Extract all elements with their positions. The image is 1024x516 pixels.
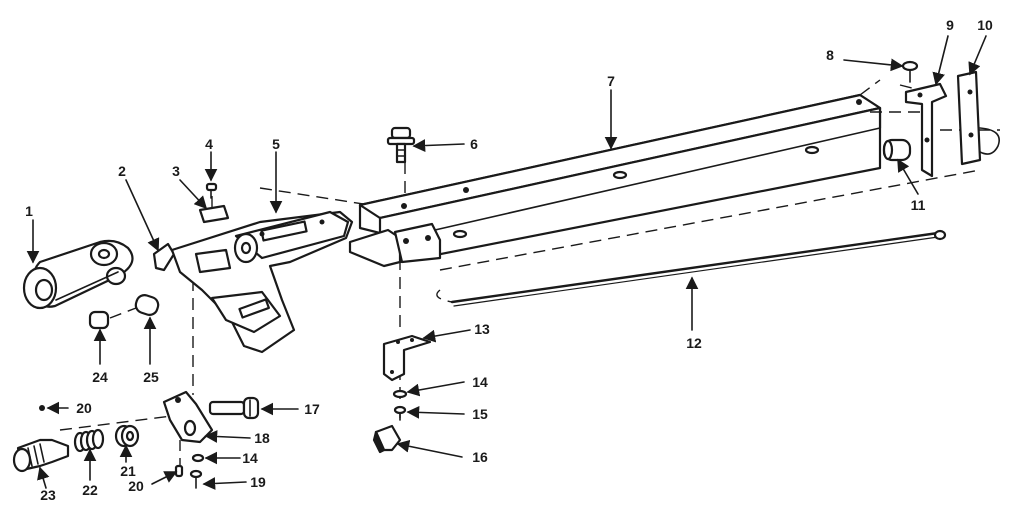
callout-19: 19: [250, 474, 266, 490]
callout-14-lower: 14: [242, 450, 258, 466]
leader-lines: [26, 35, 987, 490]
part-14-washer-lower: [191, 453, 205, 463]
callout-21: 21: [120, 463, 136, 479]
part-22-spring: [73, 428, 105, 453]
part-18-clamp-arm: [162, 390, 214, 444]
part-19-screw: [189, 469, 203, 489]
part-4-screw: [205, 182, 218, 199]
part-21-collar: [114, 424, 140, 448]
callout-5: 5: [272, 136, 280, 152]
callout-16: 16: [472, 449, 488, 465]
part-12-rod: [450, 229, 947, 307]
part-15-screw: [393, 405, 407, 421]
callout-9: 9: [946, 17, 954, 33]
part-3-plate: [198, 204, 230, 224]
callout-12: 12: [686, 335, 702, 351]
callout-20-upper: 20: [76, 400, 92, 416]
part-23-knob: [12, 438, 70, 473]
part-5-head: [170, 210, 354, 354]
part-24-nut: [88, 310, 110, 330]
callout-14-upper: 14: [472, 374, 488, 390]
callout-20-lower: 20: [128, 478, 144, 494]
part-17-bolt: [208, 396, 260, 420]
callout-3: 3: [172, 163, 180, 179]
part-14-washer-upper: [392, 389, 408, 399]
part-6-bolt: [386, 126, 416, 164]
callout-25: 25: [143, 369, 159, 385]
part-11-bushing: [882, 138, 912, 162]
callout-11: 11: [911, 197, 926, 213]
callout-24: 24: [92, 369, 108, 385]
callout-10: 10: [977, 17, 993, 33]
callout-1: 1: [25, 203, 33, 219]
part-7-rail: [348, 79, 882, 268]
callout-2: 2: [118, 163, 126, 179]
callout-7: 7: [607, 73, 615, 89]
part-20-setscrew-lower: [174, 464, 184, 478]
callout-15: 15: [472, 406, 488, 422]
part-16-foot: [372, 424, 402, 454]
part-1-lever: [22, 239, 134, 310]
callout-8: 8: [826, 47, 834, 63]
callout-23: 23: [40, 487, 56, 503]
callout-6: 6: [470, 136, 478, 152]
callout-labels: 1 2 3 4 5 6 7 8 9 10 11 12 13 14 15 16 1…: [25, 17, 993, 503]
callout-18: 18: [254, 430, 270, 446]
part-13-bracket: [382, 334, 432, 382]
part-9-end-bracket: [904, 82, 948, 178]
callout-13: 13: [474, 321, 490, 337]
part-10-end-cap: [956, 70, 1000, 166]
callout-22: 22: [82, 482, 98, 498]
callout-17: 17: [304, 401, 320, 417]
part-8-screw: [901, 60, 919, 83]
part-20-setscrew-upper: [39, 405, 45, 411]
part-25-bushing: [134, 294, 160, 316]
callout-4: 4: [205, 136, 213, 152]
